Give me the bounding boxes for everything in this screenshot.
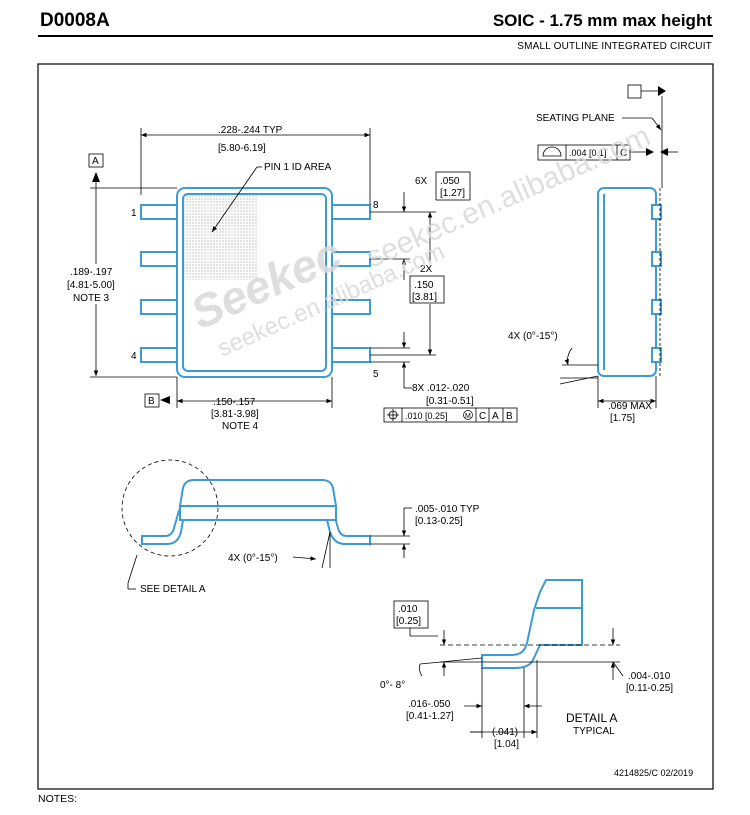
foot-ref-dim-mm: [1.04] [494,739,519,750]
see-detail-a: SEE DETAIL A [140,584,206,595]
length-dim-mm: [4.81-5.00] [67,280,115,291]
pin-4-label: 4 [131,351,137,362]
foot-dim: .016-.050 [408,699,451,710]
lead-pin-1 [140,204,182,220]
foot-ref-dim: (.041) [492,727,518,738]
package-code: D0008A [40,10,110,31]
header-rule [38,35,713,37]
span-value: .150 [414,280,434,291]
fcf-ref-c: C [479,411,486,422]
gauge-dim: .010 [398,604,418,615]
datum-a: A [92,156,99,167]
detail-a: .010 [0.25] 0°- 8° .004-.010 [0.11-0.25]… [380,579,673,750]
length-note: NOTE 3 [73,293,110,304]
standoff-dim: .004-.010 [628,671,671,682]
span-mm: [3.81] [412,292,437,303]
lead-pin-5 [327,347,371,363]
datum-b: B [148,396,155,407]
body-width-dim: .150-.157 [213,397,256,408]
side-body [597,187,657,377]
end-angle: 4X (0°-15°) [228,553,278,564]
height-dim: .069 MAX [608,401,652,412]
side-view: SEATING PLANE .004 [0.1] C 4X (0°-15°) . [508,84,678,424]
package-title: SOIC - 1.75 mm max height [492,11,712,30]
thickness-dim-mm: [0.13-0.25] [415,516,463,527]
pin-5-label: 5 [373,369,379,380]
foot-dim-mm: [0.41-1.27] [406,711,454,722]
fcf-ref-b: B [506,411,513,422]
position-tolerance-frame: .010 [0.25] M C A B [383,407,518,423]
lead-width-dim: 8X .012-.020 [412,383,470,394]
height-dim-mm: [1.75] [610,413,635,424]
detail-a-circle [121,459,219,557]
notes-label: NOTES: [38,793,78,805]
flatness-ref: C [620,148,627,159]
length-dim: .189-.197 [70,267,113,278]
lead-pin-8 [327,204,371,220]
fcf-ref-a: A [492,411,499,422]
position-tolerance: .010 [0.25] [405,411,448,421]
lead-pin-4 [140,347,182,363]
lead-width-mm: [0.31-0.51] [426,396,474,407]
pin1-id-area [184,195,257,280]
drawing-id: 4214825/C 02/2019 [614,768,693,778]
pin-8-label: 8 [373,200,379,211]
detail-a-title: DETAIL A [566,711,617,725]
gauge-dim-mm: [0.25] [396,616,421,627]
body-width-mm: [3.81-3.98] [211,409,259,420]
side-angle: 4X (0°-15°) [508,331,558,342]
standoff-dim-mm: [0.11-0.25] [626,683,673,694]
pin-1-label: 1 [131,208,137,219]
top-view: 1 4 8 5 .228-.244 TYP [5.80-6.19] PIN 1 … [62,125,518,432]
thickness-dim: .005-.010 TYP [415,504,480,515]
body-width-note: NOTE 4 [222,421,259,432]
detail-a-profile [481,579,583,669]
width-dim: .228-.244 TYP [218,125,283,136]
flatness-tolerance: .004 [0.1] [569,148,607,158]
end-view-body [178,479,338,507]
width-dim-mm: [5.80-6.19] [218,143,266,154]
lead-pin-3 [140,299,182,315]
svg-text:M: M [465,413,471,420]
pin1-id-label: PIN 1 ID AREA [264,162,332,173]
seating-plane-label: SEATING PLANE [536,113,615,124]
lead-pin-2 [140,251,182,267]
span-count: 2X [420,264,433,275]
end-view: SEE DETAIL A .005-.010 TYP [0.13-0.25] 4… [121,459,480,595]
pitch-count: 6X [415,176,428,187]
pitch-value: .050 [440,176,460,187]
detail-a-subtitle: TYPICAL [573,726,615,737]
drawing-frame [37,63,714,790]
package-subtitle: SMALL OUTLINE INTEGRATED CIRCUIT [517,41,712,52]
pitch-mm: [1.27] [440,188,465,199]
package-body-inner [182,193,327,372]
detail-angle: 0°- 8° [380,680,405,691]
